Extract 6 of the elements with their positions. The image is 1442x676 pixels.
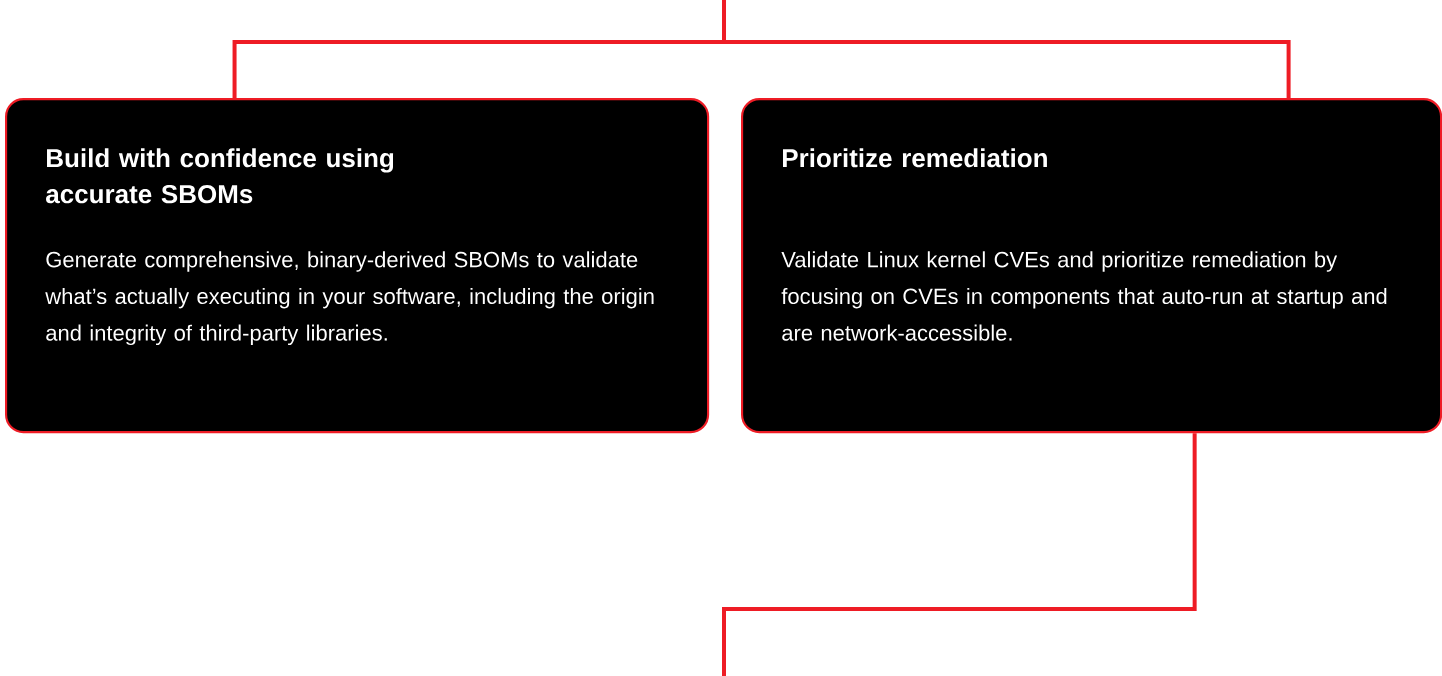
card-heading: Build with confidence using accurate SBOMs [46, 148, 394, 204]
card-heading: Prioritize remediation [783, 148, 1047, 168]
body-text: Validate Linux kernel CVEs and prioritize remediation by focusing on CVEs in components that auto-run at startup and are network-accessible. [781, 251, 1387, 341]
connector-line [722, 0, 1291, 98]
body-text: Generate comprehensive, binary-derived SBOMs to validate what’s actually executing in your software, including the origin and integrity of third-party libraries. [45, 251, 654, 346]
connector-line [722, 433, 1197, 676]
